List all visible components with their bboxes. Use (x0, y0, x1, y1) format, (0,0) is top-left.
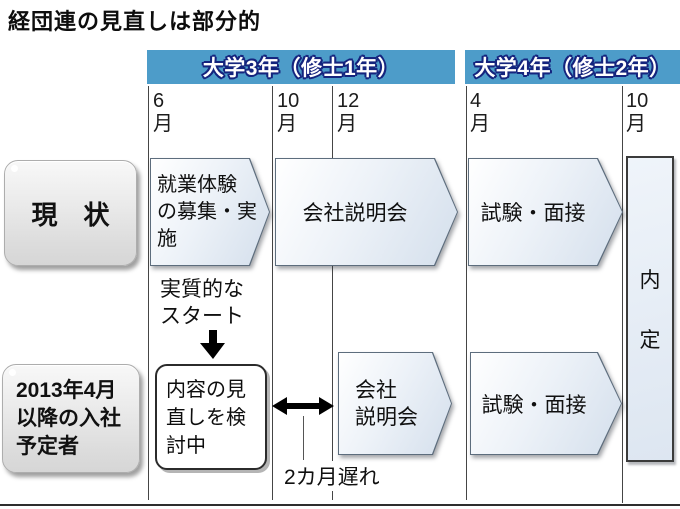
naitei-job-offer-box: 内 定 (626, 156, 674, 462)
arrow-exam-interview-current: 試験・面接 (468, 158, 623, 266)
effective-start-note: 実質的な スタート (160, 278, 244, 328)
delay-label: 2カ月遅れ (281, 461, 383, 491)
arrow-company-seminar-current: 会社説明会 (275, 158, 458, 266)
header-univ-year4-label: 大学4年（修士2年） (474, 57, 671, 80)
two-month-shift-double-arrow-icon (272, 397, 334, 415)
review-under-consideration-box: 内容の見 直しを検 討中 (155, 364, 267, 470)
gridline-june (148, 86, 149, 500)
gridline-april (466, 86, 467, 500)
down-arrow-icon (200, 330, 225, 359)
header-univ-year3: 大学3年（修士1年） (147, 50, 455, 84)
bottom-border-line (0, 504, 680, 506)
header-univ-year3-label: 大学3年（修士1年） (202, 57, 400, 80)
gridline-october-y3 (272, 86, 273, 500)
header-univ-year4: 大学4年（修士2年） (465, 50, 680, 84)
delay-callout-line (303, 416, 304, 460)
arrow-internship-recruiting: 就業体験 の募集・実 施 (150, 158, 270, 266)
row-label-current-status: 現 状 (4, 160, 137, 266)
gridline-october-y4 (622, 86, 623, 503)
gridline-december (332, 86, 333, 500)
page-title: 経団連の見直しは部分的 (8, 9, 262, 34)
row-label-2013-hires: 2013年4月 以降の入社 予定者 (2, 364, 140, 473)
arrow-exam-interview-2013: 試験・面接 (470, 352, 622, 455)
arrow-company-seminar-2013: 会社 説明会 (338, 352, 452, 455)
